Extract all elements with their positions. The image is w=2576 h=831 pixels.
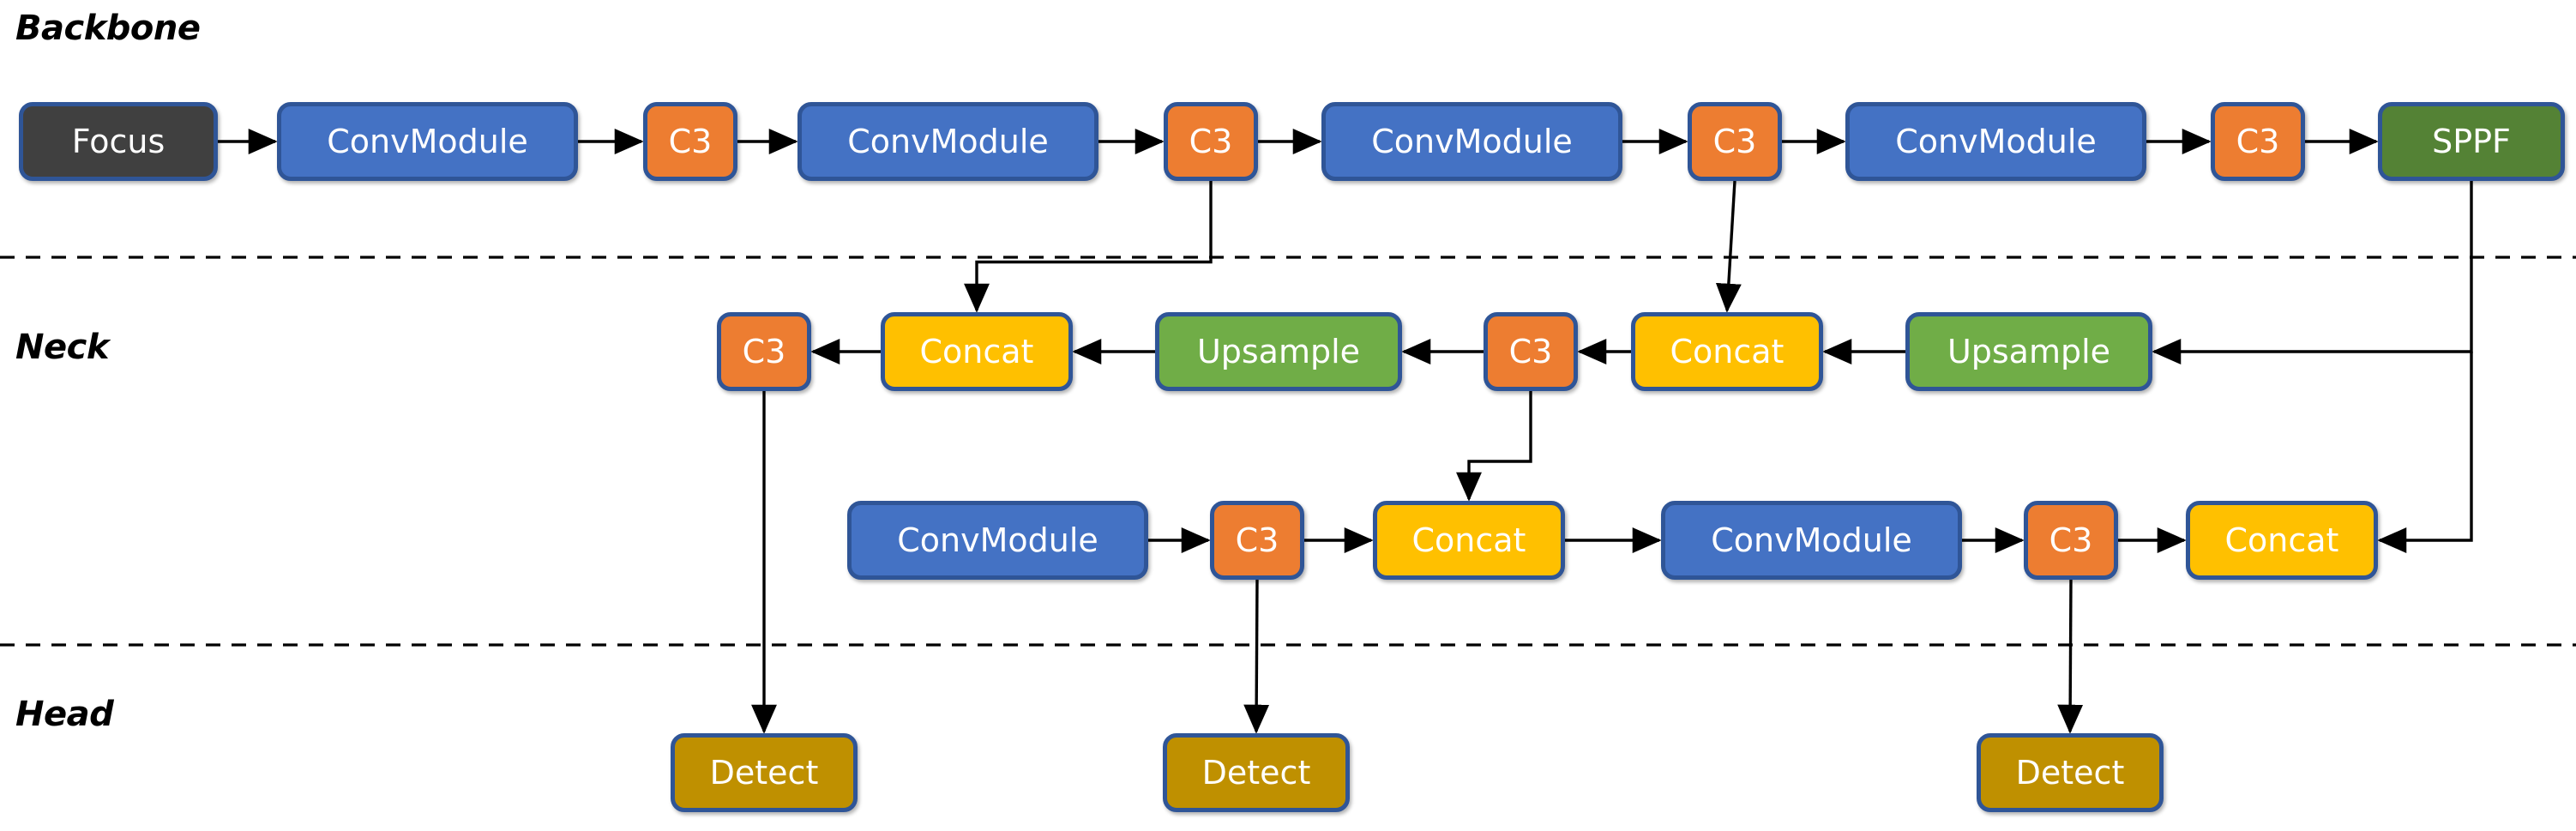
node-label: C3 bbox=[1712, 123, 1757, 160]
node-neck_concat_2[interactable]: Concat bbox=[1631, 312, 1823, 391]
node-neck_concat_1[interactable]: Concat bbox=[881, 312, 1073, 391]
e-neckc32-panconcat1 bbox=[1456, 391, 1532, 502]
node-label: Detect bbox=[1201, 754, 1311, 792]
node-pan_c3_2[interactable]: C3 bbox=[2024, 501, 2118, 580]
node-neck_up_1[interactable]: Upsample bbox=[1155, 312, 1402, 391]
node-label: ConvModule bbox=[1371, 123, 1573, 160]
node-label: C3 bbox=[1508, 333, 1553, 370]
node-c3_1[interactable]: C3 bbox=[643, 102, 737, 181]
edge-group bbox=[218, 129, 2473, 734]
node-c3_4[interactable]: C3 bbox=[2211, 102, 2305, 181]
node-label: ConvModule bbox=[897, 521, 1098, 559]
node-pan_c3_1[interactable]: C3 bbox=[1210, 501, 1304, 580]
node-detect_1[interactable]: Detect bbox=[671, 733, 858, 812]
node-label: Detect bbox=[709, 754, 819, 792]
section-label-backbone: Backbone bbox=[15, 9, 201, 48]
node-label: C3 bbox=[668, 123, 713, 160]
node-c3_2[interactable]: C3 bbox=[1164, 102, 1258, 181]
node-label: Detect bbox=[2015, 754, 2125, 792]
node-label: Concat bbox=[919, 333, 1034, 370]
node-label: C3 bbox=[2049, 521, 2093, 559]
node-label: Focus bbox=[71, 123, 166, 160]
e-sppf-neckup2 bbox=[2152, 181, 2473, 364]
node-neck_c3_1[interactable]: C3 bbox=[717, 312, 811, 391]
node-label: ConvModule bbox=[327, 123, 528, 160]
node-label: SPPF bbox=[2432, 123, 2511, 160]
node-conv1[interactable]: ConvModule bbox=[277, 102, 578, 181]
node-label: Concat bbox=[2224, 521, 2339, 559]
e-c33-neckconcat2 bbox=[1715, 180, 1742, 313]
node-conv3[interactable]: ConvModule bbox=[1321, 102, 1622, 181]
node-label: ConvModule bbox=[1895, 123, 2097, 160]
node-pan_concat_2[interactable]: Concat bbox=[2186, 501, 2378, 580]
node-detect_3[interactable]: Detect bbox=[1977, 733, 2164, 812]
section-label-head: Head bbox=[15, 695, 114, 734]
e-panc31-detect2 bbox=[1243, 579, 1270, 734]
node-neck_c3_2[interactable]: C3 bbox=[1484, 312, 1578, 391]
e-c32-neckconcat1 bbox=[964, 181, 1213, 313]
node-label: C3 bbox=[1235, 521, 1279, 559]
node-conv4[interactable]: ConvModule bbox=[1845, 102, 2146, 181]
node-conv2[interactable]: ConvModule bbox=[797, 102, 1098, 181]
node-detect_2[interactable]: Detect bbox=[1163, 733, 1350, 812]
node-pan_conv_2[interactable]: ConvModule bbox=[1661, 501, 1962, 580]
node-pan_concat_1[interactable]: Concat bbox=[1373, 501, 1565, 580]
node-c3_3[interactable]: C3 bbox=[1688, 102, 1782, 181]
node-label: C3 bbox=[2236, 123, 2280, 160]
node-neck_up_2[interactable]: Upsample bbox=[1905, 312, 2152, 391]
node-label: Upsample bbox=[1196, 333, 1361, 370]
node-label: ConvModule bbox=[847, 123, 1049, 160]
node-label: Concat bbox=[1670, 333, 1785, 370]
node-label: ConvModule bbox=[1711, 521, 1912, 559]
node-pan_conv_1[interactable]: ConvModule bbox=[847, 501, 1148, 580]
e-panc32-detect3 bbox=[2057, 579, 2084, 734]
node-label: C3 bbox=[1189, 123, 1233, 160]
node-label: Upsample bbox=[1947, 333, 2111, 370]
node-label: Concat bbox=[1411, 521, 1526, 559]
node-sppf[interactable]: SPPF bbox=[2378, 102, 2565, 181]
section-label-neck: Neck bbox=[15, 328, 109, 367]
e-sppf-panconcat2 bbox=[2377, 352, 2473, 553]
node-focus[interactable]: Focus bbox=[19, 102, 218, 181]
node-label: C3 bbox=[742, 333, 786, 370]
